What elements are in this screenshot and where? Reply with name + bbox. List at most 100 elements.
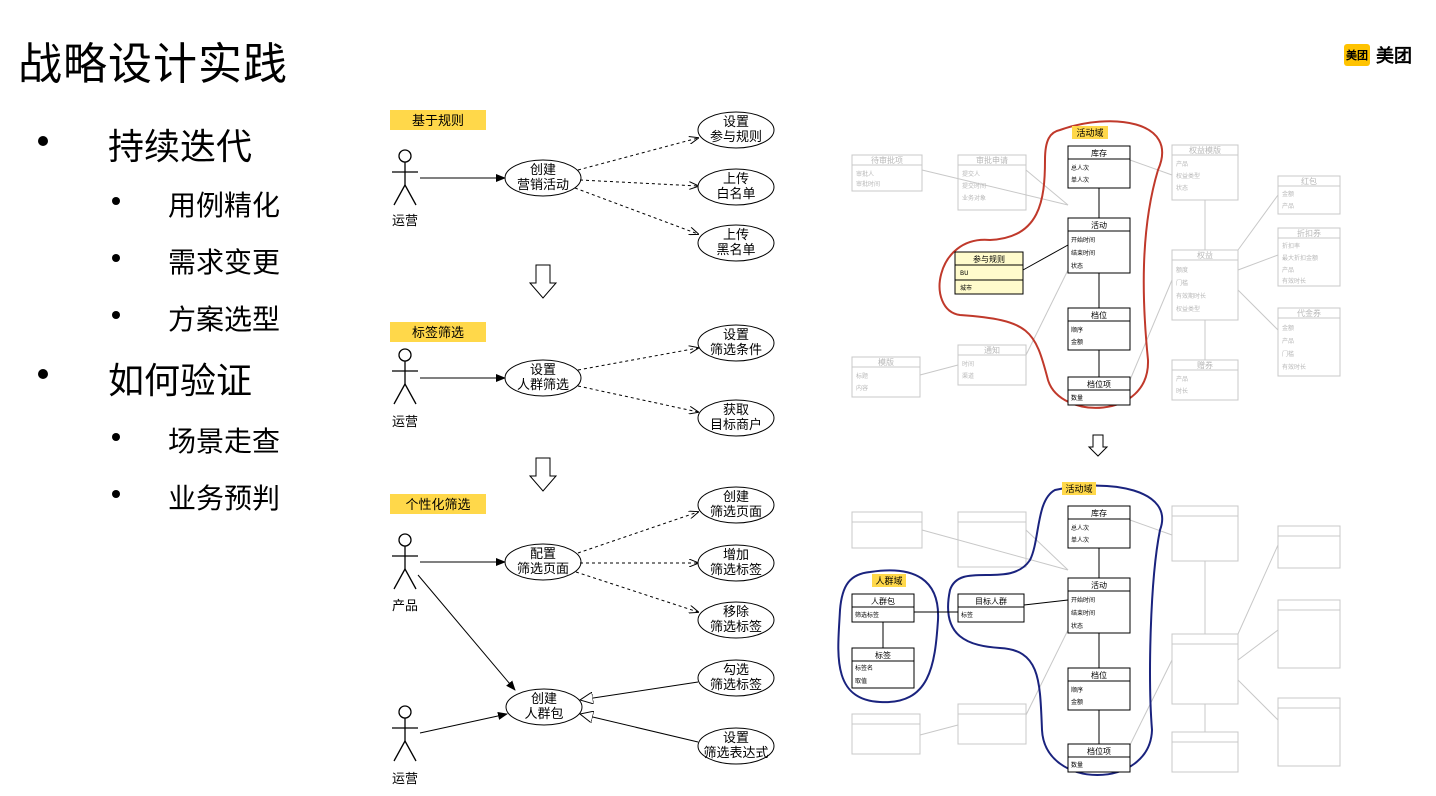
- usecase-label: 设置: [723, 328, 749, 343]
- extend-line: [577, 348, 698, 371]
- usecase-ellipse: [697, 544, 775, 582]
- actor-label: 运营: [392, 772, 418, 787]
- logo-text: 美团: [1376, 46, 1412, 67]
- faded-attr: 产品: [1176, 375, 1188, 383]
- bullet-dot: [112, 490, 120, 498]
- usecase-label: 筛选标签: [710, 619, 762, 635]
- faded-attr: 状态: [1176, 184, 1188, 192]
- section-tag: 标签筛选: [412, 325, 464, 341]
- actor-label: 运营: [392, 415, 418, 430]
- usecase-main: [504, 359, 582, 397]
- class-name: 参与规则: [973, 254, 1005, 264]
- usecase-label: 筛选页面: [517, 562, 569, 577]
- generalization-line: [580, 681, 699, 700]
- extend-line: [575, 571, 698, 612]
- actor-label: 运营: [392, 214, 418, 229]
- class-attr: 标签: [961, 611, 973, 619]
- class-name: 档位项: [1087, 746, 1111, 756]
- down-arrow-icon: [528, 457, 558, 492]
- faded-attr: 时间: [962, 360, 974, 368]
- usecase-ellipse: [697, 399, 775, 437]
- bullet-dot: [112, 433, 120, 441]
- usecase-label: 上传: [723, 172, 749, 187]
- class-name: 档位: [1091, 310, 1107, 320]
- usecase-label: 勾选: [723, 663, 749, 678]
- faded-attr: 提交时间: [962, 182, 986, 190]
- actor-label: 产品: [392, 599, 418, 614]
- region-label: 活动域: [1065, 483, 1092, 495]
- faded-class-name: 折扣券: [1297, 228, 1321, 238]
- faded-class-name: 通知: [984, 345, 1000, 355]
- association-line: [417, 574, 516, 691]
- bullet-dot: [38, 136, 48, 146]
- class-attr: 结束时间: [1071, 609, 1095, 617]
- outline-item-6: 场景走查: [168, 425, 281, 458]
- extend-line: [577, 512, 698, 554]
- class-name: 档位: [1091, 670, 1107, 680]
- usecase-label: 参与规则: [710, 129, 762, 145]
- extend-line: [577, 138, 698, 171]
- class-attr: 顺序: [1071, 326, 1083, 334]
- class-name: 活动: [1091, 220, 1107, 230]
- logo-badge: 美团: [1344, 44, 1370, 66]
- faded-class-name: 权益: [1197, 250, 1213, 260]
- usecase-label: 设置: [723, 115, 749, 130]
- faded-class-name: 审批申请: [976, 155, 1008, 165]
- usecase-label: 营销活动: [517, 178, 569, 193]
- usecase-ellipse: [697, 168, 775, 206]
- core-classes-top: [954, 145, 1131, 406]
- generalization-line: [580, 714, 699, 743]
- class-name: 活动: [1091, 580, 1107, 590]
- faded-attr: 金额: [1282, 190, 1294, 198]
- usecase-label: 人群包: [524, 707, 563, 722]
- usecase-label: 筛选标签: [710, 562, 762, 578]
- outline-item-2: 用例精化: [168, 189, 281, 222]
- faded-class-name: 待审批项: [871, 155, 903, 165]
- tag-bg: [390, 494, 486, 514]
- actor-icon: [392, 348, 418, 405]
- faded-attr: 产品: [1176, 160, 1188, 168]
- outline-item-4: 方案选型: [168, 303, 281, 336]
- class-attr: 状态: [1071, 622, 1083, 630]
- extend-line: [574, 187, 698, 234]
- usecase-ellipse: [697, 601, 775, 639]
- class-attr: 总人次: [1071, 524, 1089, 532]
- usecase-label: 黑名单: [716, 242, 755, 258]
- faded-attr: 最大折扣金额: [1282, 254, 1318, 262]
- class-attr: 数量: [1071, 394, 1083, 402]
- class-name: 库存: [1091, 508, 1107, 518]
- faded-classes-top: [851, 144, 1341, 401]
- usecase-main: [505, 688, 583, 726]
- usecase-main: [504, 543, 582, 581]
- faded-attr: 内容: [856, 384, 868, 392]
- outline-item-3: 需求变更: [168, 246, 281, 279]
- usecase-label: 筛选表达式: [703, 746, 768, 761]
- usecase-ellipse: [697, 111, 775, 149]
- usecase-label: 设置: [723, 731, 749, 746]
- usecase-label: 白名单: [716, 186, 755, 202]
- faded-class-name: 红包: [1301, 176, 1317, 186]
- class-name: 目标人群: [975, 596, 1007, 606]
- class-attr: 金额: [1071, 698, 1083, 706]
- extend-line: [579, 179, 698, 186]
- bullet-dot: [112, 197, 120, 205]
- region-label: 人群域: [875, 575, 902, 587]
- usecase-ellipse: [697, 486, 775, 524]
- faded-attr: 业务对象: [962, 194, 986, 202]
- usecase-ellipse: [697, 727, 775, 765]
- extend-line: [577, 385, 698, 412]
- usecase-label: 筛选标签: [710, 677, 762, 693]
- faded-attr: 产品: [1282, 266, 1294, 274]
- class-name: 标签: [875, 650, 891, 660]
- tag-bg: [1072, 126, 1108, 139]
- tag-bg: [1062, 482, 1096, 495]
- tag-bg: [390, 322, 486, 342]
- class-attr: 总人次: [1071, 164, 1089, 172]
- faded-attr: 审批人: [856, 170, 874, 178]
- usecase-label: 筛选页面: [710, 505, 762, 520]
- usecase-label: 增加: [723, 548, 749, 563]
- crowd-domain-boundary: [837, 569, 940, 704]
- usecase-label: 创建: [723, 490, 749, 505]
- usecase-ellipse: [697, 224, 775, 262]
